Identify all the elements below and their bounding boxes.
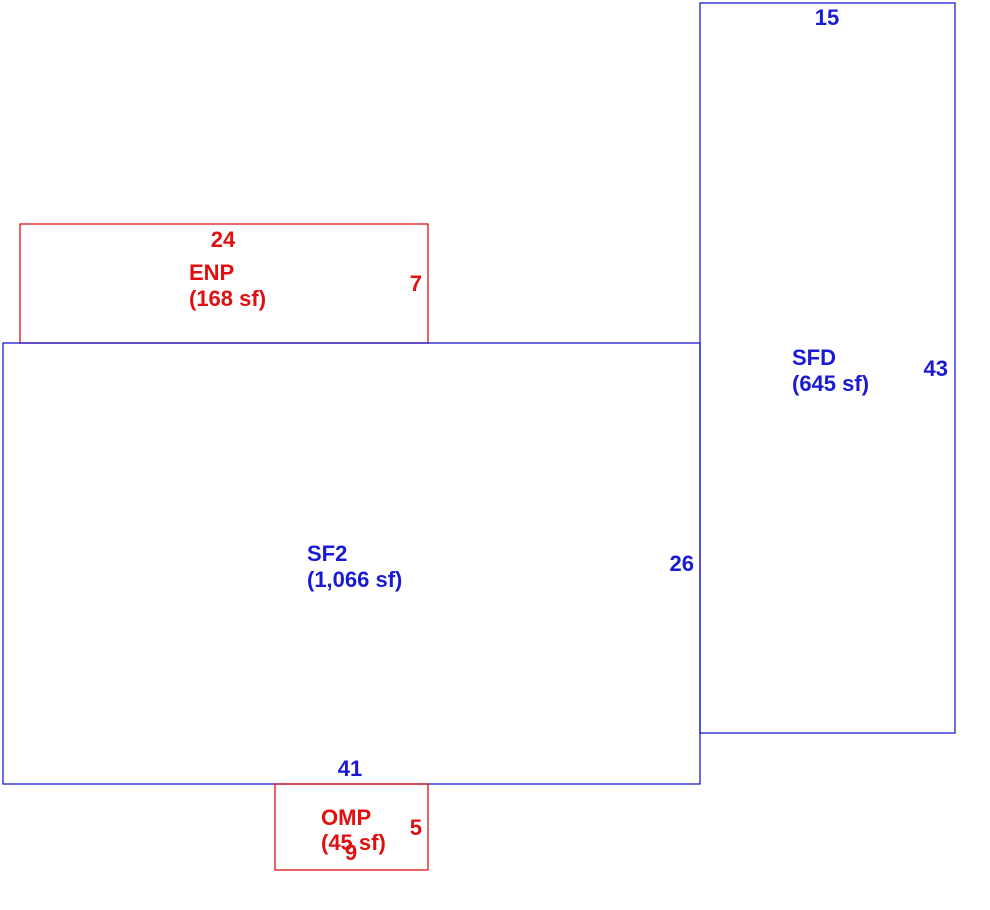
area-sfd-code: SFD (792, 345, 836, 370)
area-sf2-dim-bottom: 41 (338, 756, 362, 781)
area-enp-dim-top: 24 (211, 227, 236, 252)
area-omp-outline (274, 783, 429, 871)
area-enp-dim-side: 7 (410, 271, 422, 296)
area-sfd-area: (645 sf) (792, 371, 869, 396)
area-sf2-outline (2, 342, 701, 785)
area-omp-code: OMP (321, 805, 371, 830)
area-sf2-area: (1,066 sf) (307, 567, 402, 592)
area-enp[interactable]: 24 7 ENP (168 sf) (19, 223, 429, 344)
area-sf2[interactable]: 41 26 SF2 (1,066 sf) (2, 342, 701, 785)
area-enp-area: (168 sf) (189, 286, 266, 311)
area-omp-dim-bottom: 9 (345, 840, 357, 865)
area-enp-code: ENP (189, 260, 234, 285)
area-sfd-dim-top: 15 (815, 5, 839, 30)
area-omp-dim-side: 5 (410, 815, 422, 840)
area-sfd[interactable]: 15 43 SFD (645 sf) (699, 2, 956, 734)
area-sf2-code: SF2 (307, 541, 347, 566)
area-omp[interactable]: 9 5 OMP (45 sf) (274, 783, 429, 871)
area-omp-area: (45 sf) (321, 830, 386, 855)
area-sf2-dim-side: 26 (670, 551, 694, 576)
area-sfd-dim-side: 43 (924, 356, 948, 381)
